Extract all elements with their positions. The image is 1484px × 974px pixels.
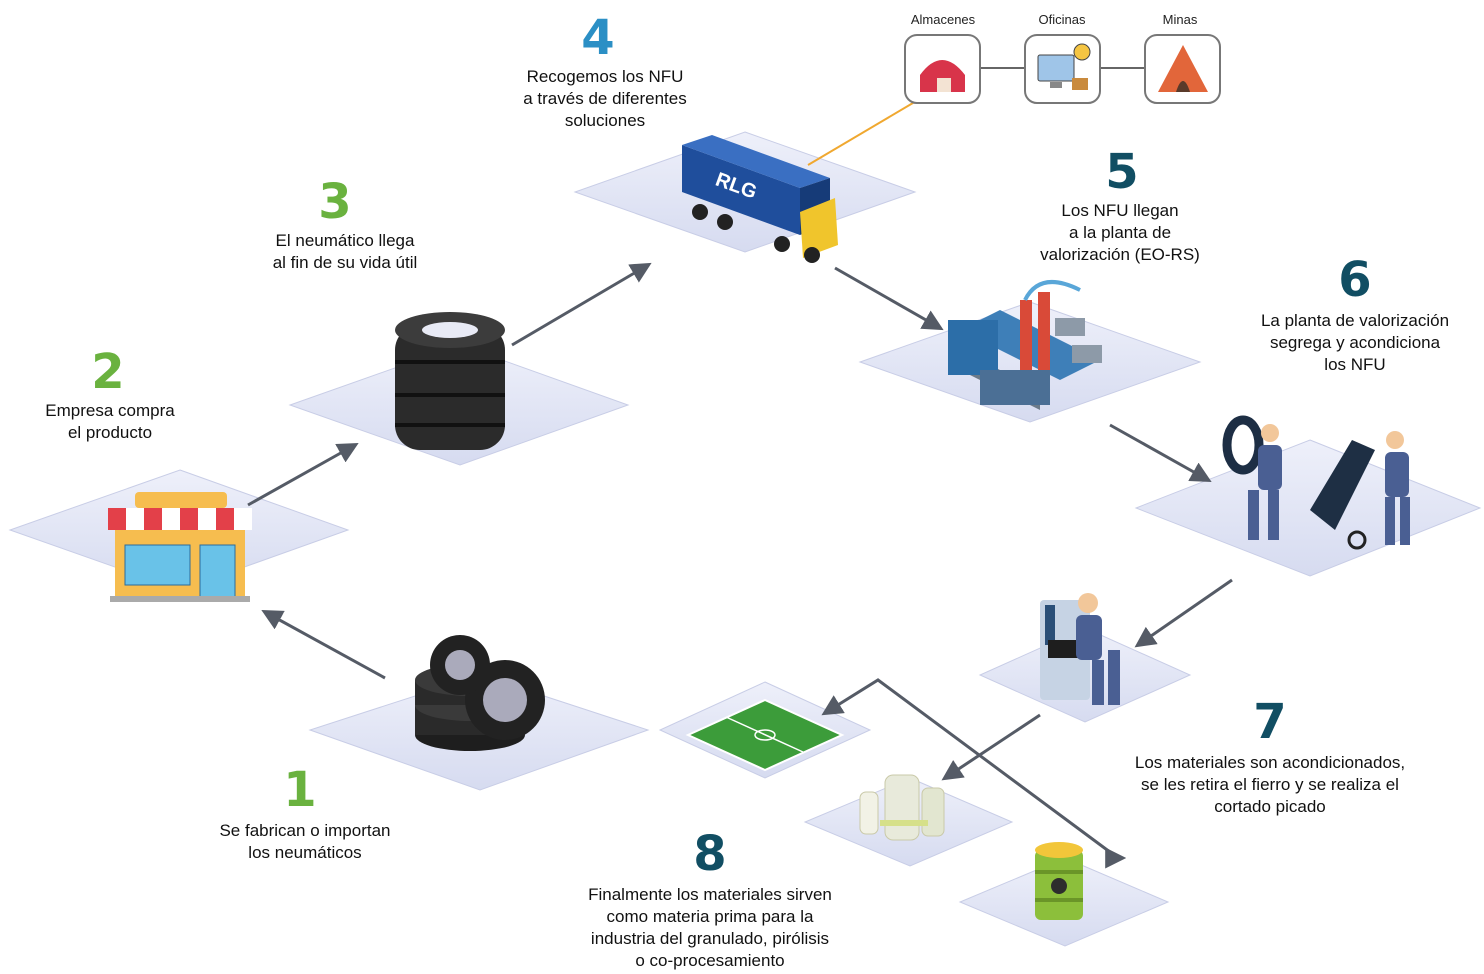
step-7-number: 7: [1253, 694, 1287, 750]
warehouse-box: [904, 34, 981, 104]
mine-box: [1144, 34, 1221, 104]
warehouse-icon: [920, 60, 965, 92]
stacked-tires-icon: [395, 312, 505, 450]
shop-icon: [108, 492, 252, 602]
workers-icon: [1222, 415, 1410, 550]
mountain-icon: [1158, 45, 1208, 92]
step-4-text: Recogemos los NFU a través de diferentes…: [523, 67, 687, 130]
arrow-1-to-2: [261, 609, 386, 680]
machine-worker-icon: [1040, 593, 1120, 705]
step-5-text: Los NFU llegan a la planta de valorizaci…: [1040, 201, 1200, 264]
step-3-text: El neumático llega al fin de su vida úti…: [272, 231, 418, 272]
arrow-to-field-and-oil: [821, 678, 1119, 860]
granulate-silos-icon: [859, 774, 945, 841]
arrow-5-to-6: [1109, 423, 1212, 483]
step-6-number: 6: [1338, 252, 1372, 308]
source-label-mines: Minas: [1162, 12, 1198, 27]
arrow-4-to-5: [834, 266, 944, 331]
step-1-number: 1: [283, 762, 317, 818]
oil-drum-icon: [1035, 842, 1083, 920]
step-1-text: Se fabrican o importan los neumáticos: [219, 821, 391, 862]
arrow-7-to-granulate: [941, 713, 1041, 781]
step-8-text: Finalmente los materiales sirven como ma…: [588, 885, 832, 970]
arrow-2-to-3: [247, 442, 359, 507]
office-box: [1024, 34, 1101, 104]
platform-step-6: [1134, 439, 1482, 577]
flow-arrows: [247, 262, 1233, 869]
step-5-number: 5: [1105, 144, 1139, 200]
truck-icon: RLG: [682, 135, 838, 263]
step-8-number: 8: [693, 826, 727, 882]
plant-icon: [948, 280, 1102, 410]
step-6-text: La planta de valorización segrega y acon…: [1260, 311, 1450, 374]
computer-icon: [1037, 43, 1091, 90]
step-2-text: Empresa compra el producto: [45, 401, 175, 442]
step-3-number: 3: [318, 174, 352, 230]
source-connectors: [807, 67, 1144, 166]
source-label-warehouses: Almacenes: [910, 12, 976, 27]
soccer-field-icon: [685, 698, 845, 772]
step-4-number: 4: [581, 10, 615, 66]
arrow-3-to-4: [511, 262, 652, 347]
source-label-offices: Oficinas: [1038, 12, 1086, 27]
step-7-text: Los materiales son acondicionados, se le…: [1134, 753, 1406, 816]
arrow-6-to-7: [1134, 578, 1233, 648]
step-2-number: 2: [91, 344, 125, 400]
tire-stack-icon: [415, 635, 545, 751]
